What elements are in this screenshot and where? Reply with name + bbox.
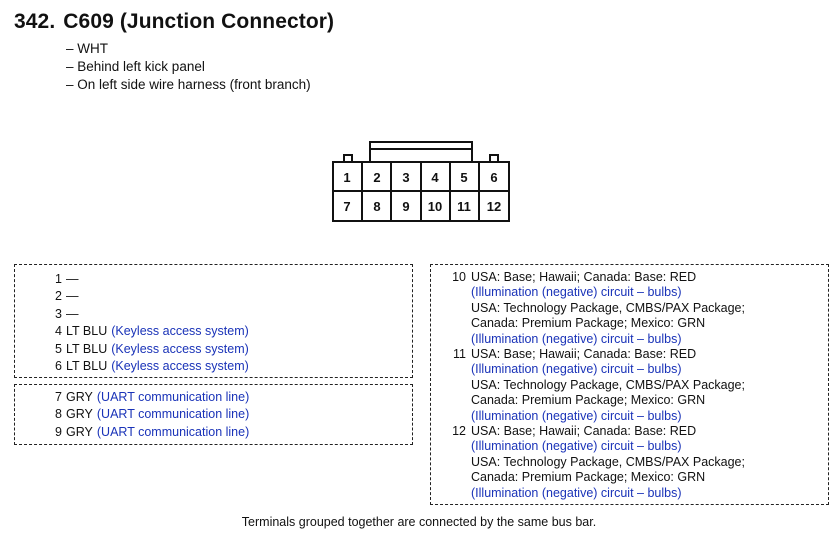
- circuit-description: (Illumination (negative) circuit – bulbs…: [471, 285, 682, 300]
- terminal-number: 12: [452, 424, 466, 438]
- terminal-number: 8: [55, 407, 62, 422]
- wire-color-info: USA: Technology Package, CMBS/PAX Packag…: [471, 377, 745, 392]
- terminal-row-continued: USA: Technology Package, CMBS/PAX Packag…: [446, 301, 745, 316]
- terminal-label: 4: [431, 170, 439, 185]
- terminal-number: 5: [55, 341, 62, 356]
- terminal-number: 11: [453, 347, 466, 361]
- terminal-row: 12 USA: Base; Hawaii; Canada: Base: RED: [446, 424, 696, 439]
- wire-color: LT BLU: [66, 324, 108, 339]
- circuit-description: (UART communication line): [96, 407, 250, 422]
- connector-notes: – WHT – Behind left kick panel – On left…: [66, 40, 311, 94]
- terminal-row-continued: (Illumination (negative) circuit – bulbs…: [446, 362, 682, 377]
- circuit-description: (Keyless access system): [111, 359, 249, 373]
- terminal-label: 2: [373, 170, 380, 185]
- wire-color: —: [66, 272, 79, 286]
- wire-color-info: USA: Base; Hawaii; Canada: Base: RED: [471, 270, 697, 284]
- terminal-row: 9 GRY(UART communication line): [40, 424, 249, 441]
- connector-right-tab: [489, 154, 499, 162]
- wire-color-info: Canada: Premium Package; Mexico: GRN: [471, 470, 706, 485]
- wire-color: —: [66, 289, 79, 304]
- terminal-row: 4 LT BLU(Keyless access system): [40, 323, 249, 340]
- wire-color: LT BLU: [66, 341, 108, 356]
- terminal-number: 3: [55, 306, 62, 321]
- terminal-number: 1: [55, 272, 62, 286]
- terminal-row: 6 LT BLU(Keyless access system): [40, 358, 249, 375]
- terminal-row-continued: Canada: Premium Package; Mexico: GRN: [446, 393, 705, 408]
- note-color: – WHT: [66, 41, 108, 56]
- terminal-row: 11 USA: Base; Hawaii; Canada: Base: RED: [446, 347, 696, 362]
- terminal-group-1-6: [14, 264, 413, 378]
- wire-color-info: USA: Base; Hawaii; Canada: Base: RED: [471, 424, 697, 438]
- wire-color-info: USA: Technology Package, CMBS/PAX Packag…: [471, 454, 745, 469]
- terminal-row: 1—: [40, 271, 79, 288]
- wire-color: GRY: [66, 424, 93, 439]
- circuit-description: (Illumination (negative) circuit – bulbs…: [471, 439, 682, 454]
- terminal-row-continued: USA: Technology Package, CMBS/PAX Packag…: [446, 455, 745, 470]
- page-title: 342. C609 (Junction Connector): [14, 10, 334, 34]
- terminal-label: 6: [490, 170, 497, 185]
- terminal-label: 3: [402, 170, 409, 185]
- terminal-row-continued: (Illumination (negative) circuit – bulbs…: [446, 439, 682, 454]
- circuit-description: (Keyless access system): [111, 324, 249, 339]
- wire-color-info: USA: Technology Package, CMBS/PAX Packag…: [471, 300, 745, 315]
- connector-latch: [369, 141, 473, 162]
- connector-diagram: 1 2 3 4 5 6 7 8 9 10 11 12: [332, 141, 510, 222]
- circuit-description: (Illumination (negative) circuit – bulbs…: [471, 408, 682, 423]
- terminal-label: 1: [343, 170, 350, 185]
- terminal-label: 7: [343, 199, 350, 214]
- circuit-description: (Illumination (negative) circuit – bulbs…: [471, 485, 682, 500]
- note-location: – Behind left kick panel: [66, 59, 205, 74]
- note-harness: – On left side wire harness (front branc…: [66, 77, 311, 92]
- wire-color-info: USA: Base; Hawaii; Canada: Base: RED: [471, 347, 697, 361]
- connector-left-tab: [343, 154, 353, 162]
- circuit-description: (UART communication line): [96, 390, 250, 404]
- terminal-label: 8: [373, 199, 380, 214]
- terminal-label: 12: [487, 199, 501, 214]
- terminal-row: 2—: [40, 288, 79, 305]
- terminal-label: 5: [460, 170, 467, 185]
- terminal-number: 10: [452, 270, 466, 284]
- terminal-number: 2: [55, 289, 62, 304]
- wire-color: GRY: [66, 390, 93, 404]
- terminal-row: 7 GRY(UART communication line): [40, 389, 249, 406]
- terminal-group-7-9: [14, 384, 413, 445]
- circuit-description: (Keyless access system): [111, 341, 249, 356]
- terminal-number: 7: [55, 390, 62, 404]
- circuit-description: (Illumination (negative) circuit – bulbs…: [471, 362, 682, 377]
- terminal-row: 8 GRY(UART communication line): [40, 406, 249, 423]
- circuit-description: (Illumination (negative) circuit – bulbs…: [471, 331, 682, 346]
- terminal-row-continued: USA: Technology Package, CMBS/PAX Packag…: [446, 378, 745, 393]
- terminal-group-10-12: [430, 264, 829, 505]
- footer-note: Terminals grouped together are connected…: [241, 515, 597, 529]
- terminal-label: 11: [457, 199, 471, 214]
- wire-color-info: Canada: Premium Package; Mexico: GRN: [471, 393, 706, 408]
- terminal-label: 9: [402, 199, 409, 214]
- terminal-row: 10 USA: Base; Hawaii; Canada: Base: RED: [446, 270, 696, 285]
- wire-color: GRY: [66, 407, 93, 422]
- terminal-label: 10: [428, 199, 442, 214]
- wire-color: —: [66, 306, 79, 321]
- terminal-row: 3—: [40, 306, 79, 323]
- wire-color-info: Canada: Premium Package; Mexico: GRN: [471, 316, 706, 331]
- section-number: 342.: [14, 10, 56, 33]
- terminal-row: 5 LT BLU(Keyless access system): [40, 341, 249, 358]
- terminal-row-continued: (Illumination (negative) circuit – bulbs…: [446, 285, 682, 300]
- terminal-row-continued: (Illumination (negative) circuit – bulbs…: [446, 409, 682, 424]
- terminal-number: 4: [55, 324, 62, 339]
- terminal-row-continued: Canada: Premium Package; Mexico: GRN: [446, 316, 705, 331]
- terminal-row-continued: Canada: Premium Package; Mexico: GRN: [446, 470, 705, 485]
- terminal-row-continued: (Illumination (negative) circuit – bulbs…: [446, 486, 682, 501]
- terminal-row-continued: (Illumination (negative) circuit – bulbs…: [446, 332, 682, 347]
- terminal-number: 6: [55, 359, 62, 373]
- wire-color: LT BLU: [66, 359, 108, 373]
- circuit-description: (UART communication line): [96, 424, 250, 439]
- connector-title: C609 (Junction Connector): [63, 10, 335, 33]
- terminal-number: 9: [55, 424, 62, 439]
